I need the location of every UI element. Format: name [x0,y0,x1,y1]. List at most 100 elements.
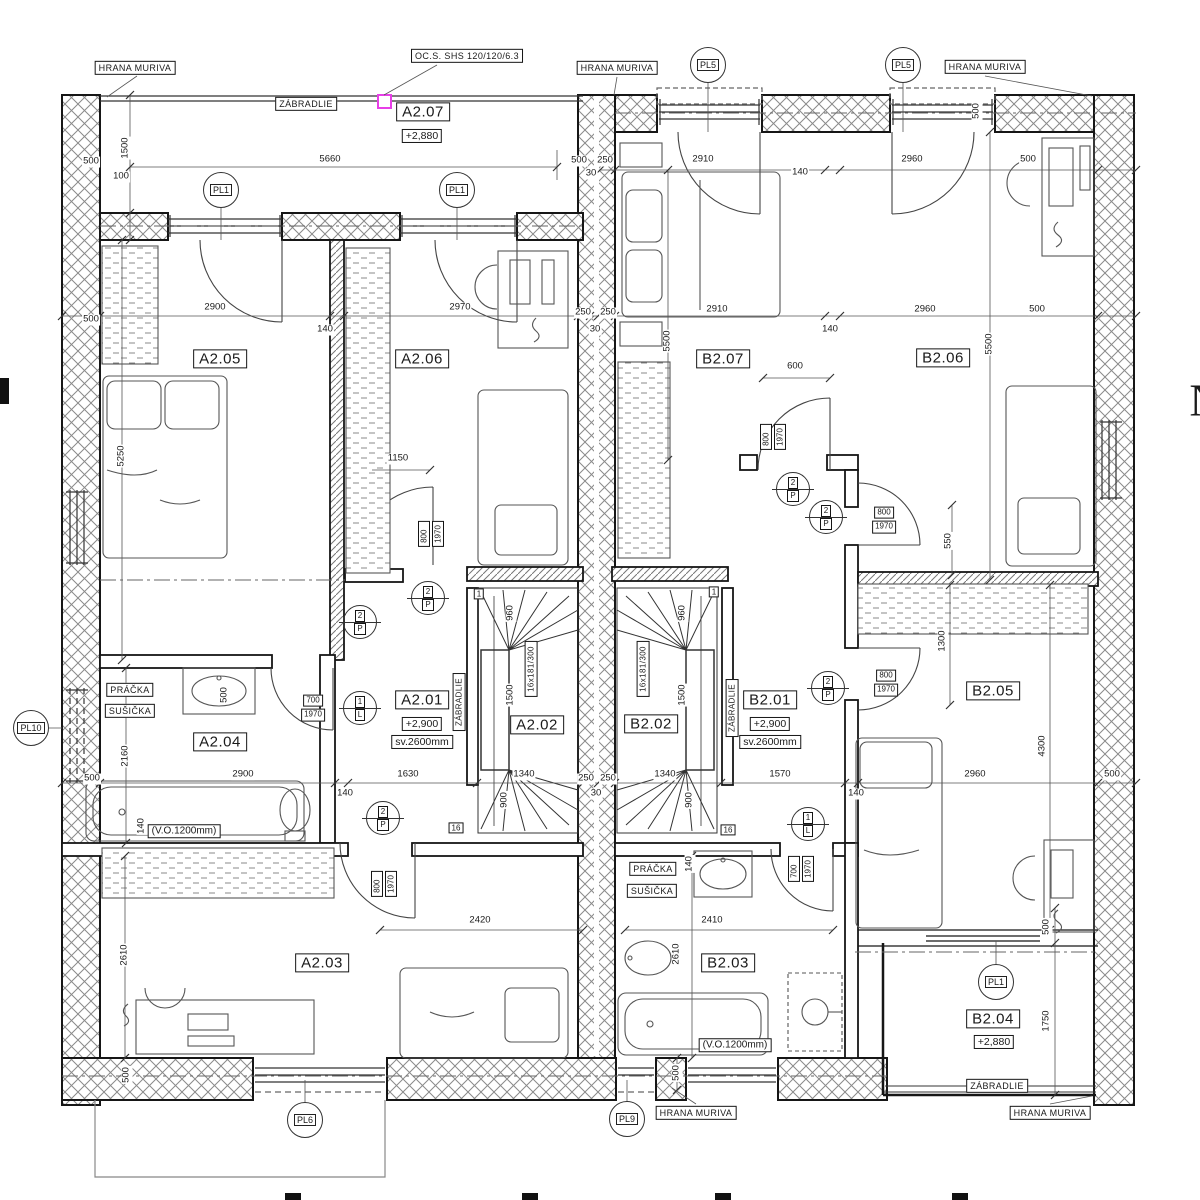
dim-2960: 2960 [900,153,924,166]
plate-marker-pl6: PL6 [287,1102,323,1138]
edge-mark-left [0,378,9,404]
dim-500: 500 [570,154,588,167]
room-label-a201: A2.01 [395,690,449,710]
stair-spec-label: 16x181/300 [636,641,650,697]
dim-5250: 5250 [115,444,128,468]
dim-1570: 1570 [768,768,792,781]
dim-600: 600 [786,360,804,373]
dim-500: 500 [1019,153,1037,166]
axes [62,112,1136,1077]
dim-2610: 2610 [670,942,683,966]
stairs-b202 [616,587,718,834]
dim-1500: 1500 [504,683,517,707]
hrana-muriva-tag: HRANA MURIVA [94,60,176,76]
dim-250: 250 [596,154,614,167]
interior-walls [61,239,1099,1059]
stair-spec-label: 16x181/300 [524,641,538,697]
room-level-b204: +2,880 [973,1034,1015,1050]
dim-550: 550 [942,532,955,550]
room-label-b201: B2.01 [743,690,797,710]
dim-2960: 2960 [963,768,987,781]
hrana-muriva-tag: HRANA MURIVA [655,1105,737,1121]
dim-5660: 5660 [318,153,342,166]
hrana-muriva-tag: HRANA MURIVA [576,60,658,76]
dim-500: 500 [82,155,100,168]
stairs-a202 [477,587,579,834]
dim-1500: 1500 [676,683,689,707]
dim-1150: 1150 [386,452,410,465]
dim-2910: 2910 [691,153,715,166]
hrana-muriva-tag: HRANA MURIVA [1009,1105,1091,1121]
plate-marker-pl9: PL9 [609,1101,645,1137]
dim-960: 960 [676,604,689,622]
dim-2970: 2970 [448,301,472,314]
dim-500: 500 [218,686,231,704]
dim-2910: 2910 [705,303,729,316]
room-level-b201: +2,900 [749,716,791,732]
room-clear-a201: sv.2600mm [391,734,453,750]
room-label-b207: B2.07 [696,349,750,369]
dim-500: 500 [1103,768,1121,781]
room-label-a204: A2.04 [193,732,247,752]
dim-1500: 1500 [119,136,132,160]
room-label-a207: A2.07 [396,102,450,122]
dryer-label: SUŠIČKA [104,703,156,719]
dim-140: 140 [336,787,354,800]
dim-5500: 5500 [983,332,996,356]
stair-step-last: 16 [448,822,464,834]
dim-250: 250 [574,306,592,319]
dim-500: 500 [1028,303,1046,316]
leader-lines [48,64,1093,1105]
hrana-muriva-tag: HRANA MURIVA [944,59,1026,75]
dim-30: 30 [584,167,598,180]
room-label-b203: B2.03 [701,953,755,973]
party-wall-gap [594,97,599,1056]
dim-500: 500 [120,1066,133,1084]
dim-1630: 1630 [396,768,420,781]
dim-500: 500 [82,313,100,326]
dim-500: 500 [670,1064,683,1082]
dim-960: 960 [504,604,517,622]
dim-4300: 4300 [1036,734,1049,758]
dim-1340: 1340 [512,768,536,781]
dim-30: 30 [589,787,603,800]
room-label-a206: A2.06 [395,349,449,369]
dim-2160: 2160 [119,744,132,768]
plate-marker-pl1: PL1 [203,172,239,208]
dim-1750: 1750 [1040,1009,1053,1033]
dim-500: 500 [1040,918,1053,936]
parapet-label: (V.O.1200mm) [698,1038,772,1052]
dim-2900: 2900 [203,301,227,314]
dim-250: 250 [599,306,617,319]
dim-500: 500 [970,102,983,120]
zabradlie-tag: ZÁBRADLIE [275,96,337,112]
stair-step-first: 1 [708,586,720,598]
dim-900: 900 [683,791,696,809]
dim-5500: 5500 [661,329,674,353]
plate-marker-pl1: PL1 [978,964,1014,1000]
parapet-label: (V.O.1200mm) [147,824,221,838]
room-label-b206: B2.06 [916,348,970,368]
windows [66,87,1122,1093]
stair-step-first: 1 [473,588,485,600]
dim-100: 100 [112,170,130,183]
dim-250: 250 [599,772,617,785]
dim-2420: 2420 [468,914,492,927]
room-label-b205: B2.05 [966,681,1020,701]
misc [94,1100,386,1178]
stair-step-last: 16 [720,824,736,836]
dim-140: 140 [847,787,865,800]
